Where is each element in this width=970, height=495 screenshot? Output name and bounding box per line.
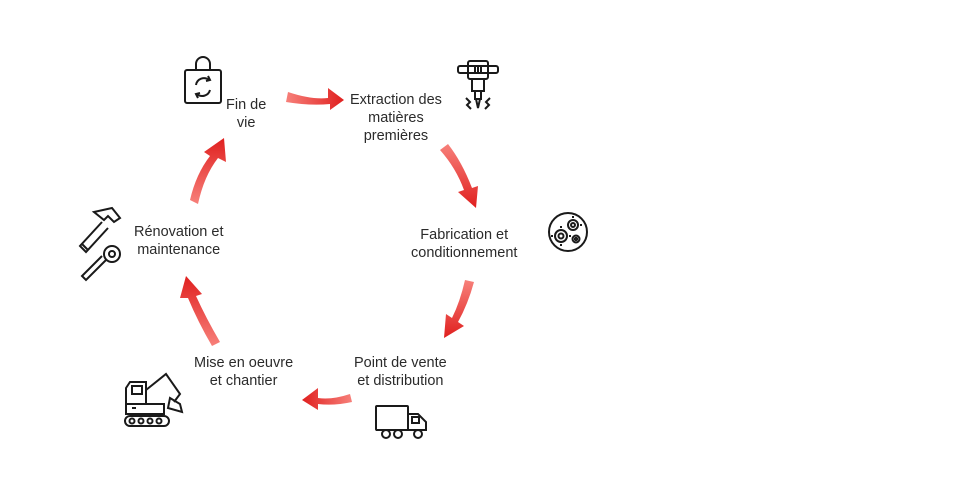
arrow-fabrication-to-distribution	[444, 280, 474, 338]
hammer-wrench-icon	[74, 206, 130, 284]
jackhammer-icon	[456, 58, 500, 114]
arrow-extraction-to-fabrication	[440, 144, 478, 208]
gears-circle-icon	[546, 210, 590, 254]
step-distribution-label: Point de vente et distribution	[354, 355, 447, 389]
step-extraction-label: Extraction des matières premières	[350, 92, 442, 144]
step-renovation-label: Rénovation et maintenance	[134, 224, 224, 258]
arrow-fin-to-extraction	[286, 88, 344, 110]
recycle-bag-icon	[182, 56, 224, 106]
step-fabrication-label: Fabrication et conditionnement	[411, 227, 518, 261]
step-mise-en-oeuvre-label: Mise en oeuvre et chantier	[194, 355, 294, 389]
truck-icon	[374, 402, 430, 442]
arrow-renovation-to-fin	[190, 138, 226, 204]
arrow-distribution-to-mise	[302, 388, 352, 410]
excavator-icon	[122, 368, 188, 430]
arrow-mise-to-renovation	[180, 276, 220, 346]
step-fin-de-vie-label: Fin de vie	[226, 97, 267, 131]
